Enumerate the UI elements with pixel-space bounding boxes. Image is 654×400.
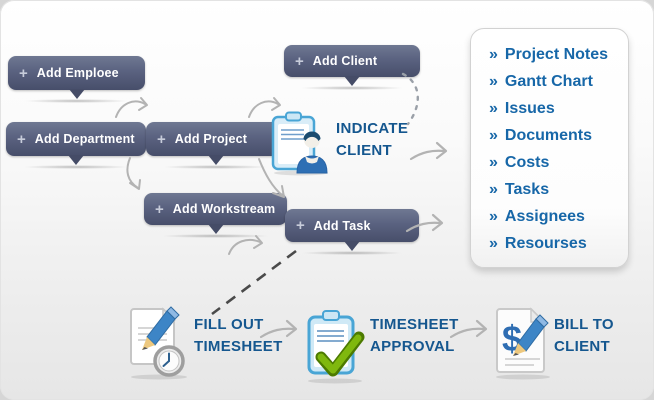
- indicate-client-label: INDICATE CLIENT: [336, 118, 408, 162]
- feature-label: Gantt Chart: [504, 73, 593, 90]
- chevron-bullet-icon: »: [489, 181, 498, 198]
- chevron-bullet-icon: »: [489, 208, 498, 225]
- dashed-line-task-to-timesheet: [211, 249, 297, 316]
- add-employee-button[interactable]: + Add Emploee: [8, 56, 145, 103]
- arrow-fillout-to-approval: [259, 319, 298, 339]
- plus-icon: +: [19, 64, 28, 82]
- fill-out-timesheet-label: FILL OUT TIMESHEET: [194, 314, 283, 358]
- document-pencil-clock-icon: [130, 306, 187, 380]
- plus-icon: +: [296, 217, 305, 234]
- chevron-bullet-icon: »: [489, 154, 498, 171]
- bill-line1: BILL TO: [554, 316, 614, 333]
- arrow-indicate-to-panel: [409, 141, 448, 161]
- bubble-tail: [68, 155, 84, 165]
- add-department-button[interactable]: + Add Department: [6, 122, 146, 169]
- add-workstream-button[interactable]: + Add Workstream: [144, 193, 287, 238]
- plus-icon: +: [155, 200, 164, 218]
- feature-label: Tasks: [504, 181, 550, 198]
- feature-item-assignees[interactable]: » Assignees: [489, 203, 628, 230]
- add-client-button[interactable]: + Add Client: [284, 45, 420, 90]
- indicate-client-line1: INDICATE: [336, 120, 409, 137]
- bubble-shadow: [24, 99, 129, 103]
- feature-item-project-notes[interactable]: » Project Notes: [489, 41, 628, 68]
- feature-label: Resourses: [504, 235, 587, 252]
- bubble-shadow: [22, 165, 130, 169]
- approval-line1: TIMESHEET: [370, 316, 459, 333]
- fill-out-line2: TIMESHEET: [194, 338, 283, 355]
- bubble-shadow: [300, 86, 404, 90]
- curved-arrow-employee-to-project: [115, 97, 148, 118]
- feature-label: Costs: [504, 154, 550, 171]
- clipboard-checkmark-icon: [307, 310, 365, 384]
- curved-arrow-workstream-to-task: [228, 235, 263, 255]
- chevron-bullet-icon: »: [489, 235, 498, 252]
- add-project-button[interactable]: + Add Project: [146, 122, 285, 169]
- arrow-task-to-panel: [405, 213, 444, 233]
- timesheet-approval-label: TIMESHEET APPROVAL: [370, 314, 459, 358]
- add-project-label: Add Project: [174, 132, 248, 146]
- feature-label: Project Notes: [504, 46, 609, 63]
- add-department-label: Add Department: [34, 132, 135, 146]
- bubble-tail: [207, 155, 224, 165]
- curved-arrow-department-to-workstream: [126, 157, 141, 190]
- add-employee-label: Add Emploee: [36, 66, 119, 80]
- feature-item-costs[interactable]: » Costs: [489, 149, 628, 176]
- bubble-shadow: [162, 165, 269, 169]
- feature-item-documents[interactable]: » Documents: [489, 122, 628, 149]
- chevron-bullet-icon: »: [489, 127, 498, 144]
- bubble-shadow: [301, 251, 403, 255]
- add-workstream-label: Add Workstream: [172, 202, 276, 216]
- bubble-shadow: [161, 234, 270, 238]
- add-task-label: Add Task: [313, 218, 371, 233]
- plus-icon: +: [157, 130, 166, 148]
- feature-label: Issues: [504, 100, 555, 117]
- project-features-panel: » Project Notes » Gantt Chart » Issues » Doc…: [470, 28, 629, 268]
- plus-icon: +: [17, 130, 26, 148]
- bubble-tail: [344, 241, 360, 251]
- add-client-label: Add Client: [312, 54, 378, 68]
- chevron-bullet-icon: »: [489, 100, 498, 117]
- fill-out-line1: FILL OUT: [194, 316, 264, 333]
- curved-arrow-project-to-task: [258, 158, 285, 198]
- add-task-button[interactable]: + Add Task: [285, 209, 419, 255]
- approval-line2: APPROVAL: [370, 338, 455, 355]
- bubble-tail: [68, 89, 85, 99]
- bill-line2: CLIENT: [554, 338, 610, 355]
- dashed-arc-client-to-indicate: [401, 72, 419, 126]
- feature-list: » Project Notes » Gantt Chart » Issues » Doc…: [489, 41, 628, 257]
- feature-label: Assignees: [504, 208, 585, 225]
- feature-item-gantt-chart[interactable]: » Gantt Chart: [489, 68, 628, 95]
- chevron-bullet-icon: »: [489, 46, 498, 63]
- arrow-approval-to-bill: [449, 319, 488, 339]
- chevron-bullet-icon: »: [489, 73, 498, 90]
- bubble-tail: [344, 76, 360, 86]
- clipboard-person-icon: [271, 111, 328, 176]
- indicate-client-line2: CLIENT: [336, 142, 392, 159]
- dollar-document-pencil-icon: $: [496, 307, 550, 380]
- feature-item-tasks[interactable]: » Tasks: [489, 176, 628, 203]
- feature-item-resourses[interactable]: » Resourses: [489, 230, 628, 257]
- feature-item-issues[interactable]: » Issues: [489, 95, 628, 122]
- bubble-tail: [207, 224, 224, 234]
- feature-label: Documents: [504, 127, 593, 144]
- plus-icon: +: [295, 52, 304, 70]
- curved-arrow-project-to-client: [248, 97, 281, 118]
- bill-to-client-label: BILL TO CLIENT: [554, 314, 614, 358]
